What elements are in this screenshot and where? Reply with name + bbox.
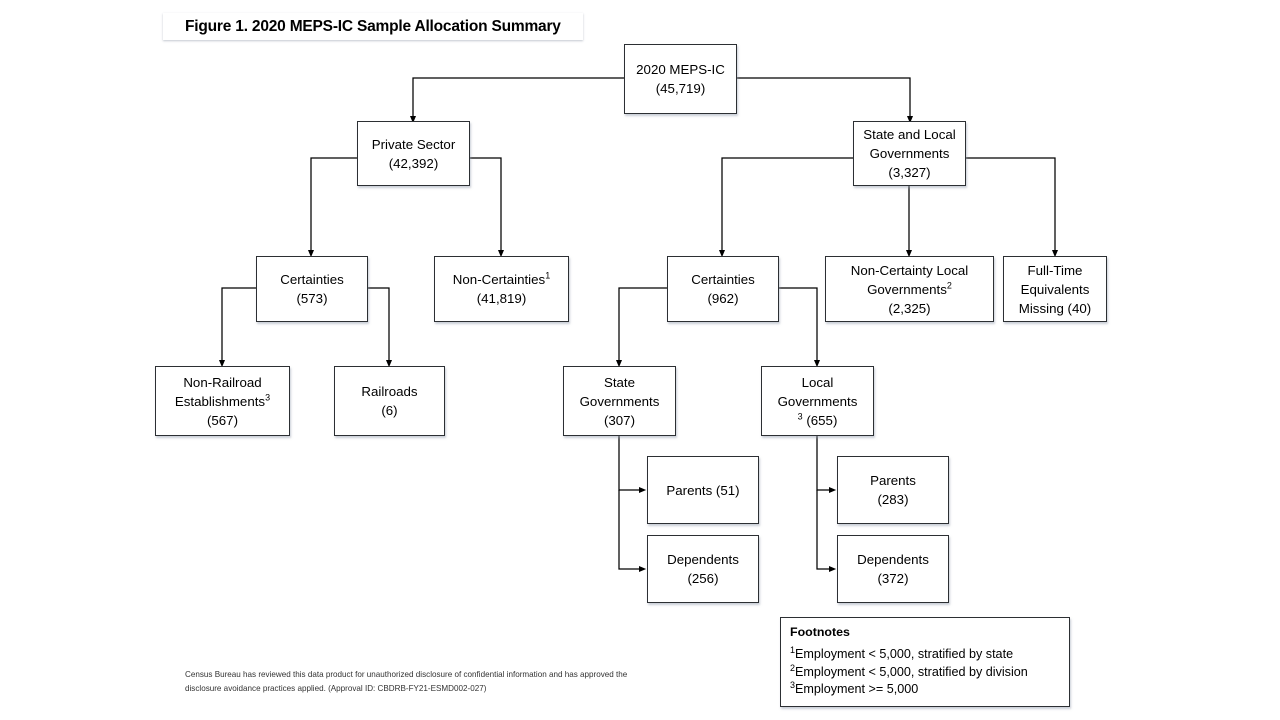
footnote-text: Employment >= 5,000 (795, 682, 919, 696)
node-value: 3 (655) (778, 411, 858, 430)
node-value: (567) (206, 412, 239, 428)
disclaimer-line: disclosure avoidance practices applied. … (185, 683, 487, 693)
node-line: Establishments3 (175, 392, 270, 411)
node-non-certainty-local-governments[interactable]: Non-Certainty Local Governments2 (2,325) (825, 256, 994, 322)
node-line: Certainties (280, 272, 344, 287)
node-local-dependents[interactable]: Dependents (372) (837, 535, 949, 603)
node-line: Parents (870, 473, 916, 488)
figure-title-box: Figure 1. 2020 MEPS-IC Sample Allocation… (163, 13, 583, 40)
node-local-governments[interactable]: Local Governments 3 (655) (761, 366, 874, 436)
node-state-and-local-governments[interactable]: State and Local Governments (3,327) (853, 121, 966, 186)
node-value: (283) (877, 492, 909, 507)
node-line: State and Local (863, 127, 956, 142)
node-value: (45,719) (655, 81, 706, 96)
node-value: (2,325) (888, 300, 931, 316)
page-title: Figure 1. 2020 MEPS-IC Sample Allocation… (185, 17, 561, 35)
node-value: (573) (296, 291, 328, 306)
node-line: Non-Railroad (183, 374, 262, 390)
footnote-item: 2Employment < 5,000, stratified by divis… (790, 662, 1060, 682)
node-value: Missing (40) (1018, 300, 1092, 316)
node-line: Railroads (361, 384, 418, 399)
node-line: Certainties (691, 272, 755, 287)
footnote-marker: 2 (946, 280, 952, 291)
node-value: (3,327) (888, 165, 931, 180)
node-line: State (603, 374, 636, 390)
footnote-marker: 2 (790, 662, 796, 673)
node-state-dependents[interactable]: Dependents (256) (647, 535, 759, 603)
node-local-parents[interactable]: Parents (283) (837, 456, 949, 524)
node-state-governments[interactable]: State Governments (307) (563, 366, 676, 436)
node-non-certainties[interactable]: Non-Certainties1 (41,819) (434, 256, 569, 322)
node-count: (655) (806, 412, 838, 428)
node-value: (6) (381, 403, 398, 418)
node-non-railroad-establishments[interactable]: Non-Railroad Establishments3 (567) (155, 366, 290, 436)
footnote-item: 1Employment < 5,000, stratified by state (790, 644, 1060, 664)
footnotes-title: Footnotes (790, 625, 850, 639)
node-line: Parents (51) (666, 482, 740, 498)
footnote-marker: 3 (797, 411, 803, 422)
footnote-marker: 1 (790, 644, 796, 655)
node-line: Private Sector (371, 136, 456, 152)
node-private-sector[interactable]: Private Sector (42,392) (357, 121, 470, 186)
node-line: Equivalents (1020, 281, 1090, 297)
node-state-local-certainties[interactable]: Certainties (962) (667, 256, 779, 322)
node-value: (256) (687, 571, 719, 586)
node-line: Non-Certainties1 (453, 270, 550, 289)
node-value: (41,819) (476, 291, 527, 306)
node-line: Local (801, 374, 834, 390)
node-label: Non-Certainties (452, 272, 546, 287)
footnote-marker: 3 (790, 679, 796, 690)
node-label: Establishments (174, 393, 266, 409)
node-line: Dependents (857, 552, 929, 567)
node-line: Governments (579, 393, 660, 409)
node-private-sector-certainties[interactable]: Certainties (573) (256, 256, 368, 322)
node-line: Full-Time (1027, 262, 1083, 278)
footnotes-box: Footnotes 1Employment < 5,000, stratifie… (780, 617, 1070, 707)
node-value: (962) (707, 291, 739, 306)
node-line: Governments (869, 146, 950, 161)
footnote-text: Employment < 5,000, stratified by state (795, 647, 1014, 661)
node-full-time-equivalents-missing[interactable]: Full-Time Equivalents Missing (40) (1003, 256, 1107, 322)
node-value: (372) (877, 571, 909, 586)
node-line: Governments (777, 393, 858, 409)
footnote-item: 3Employment >= 5,000 (790, 679, 1060, 699)
node-line: Governments2 (851, 280, 969, 299)
node-line: Dependents (667, 552, 739, 567)
node-state-parents[interactable]: Parents (51) (647, 456, 759, 524)
node-2020-meps-ic[interactable]: 2020 MEPS-IC (45,719) (624, 44, 737, 114)
footnote-marker: 3 (265, 392, 271, 403)
node-line: 2020 MEPS-IC (636, 62, 725, 77)
census-disclaimer: Census Bureau has reviewed this data pro… (185, 668, 685, 695)
node-railroads[interactable]: Railroads (6) (334, 366, 445, 436)
node-value: (42,392) (388, 155, 439, 171)
node-value: (307) (603, 412, 636, 428)
footnote-text: Employment < 5,000, stratified by divisi… (795, 664, 1028, 679)
footnote-marker: 1 (545, 270, 551, 281)
node-label: Governments (867, 281, 947, 297)
node-line: Non-Certainty Local (850, 262, 969, 278)
disclaimer-line: Census Bureau has reviewed this data pro… (185, 670, 628, 679)
